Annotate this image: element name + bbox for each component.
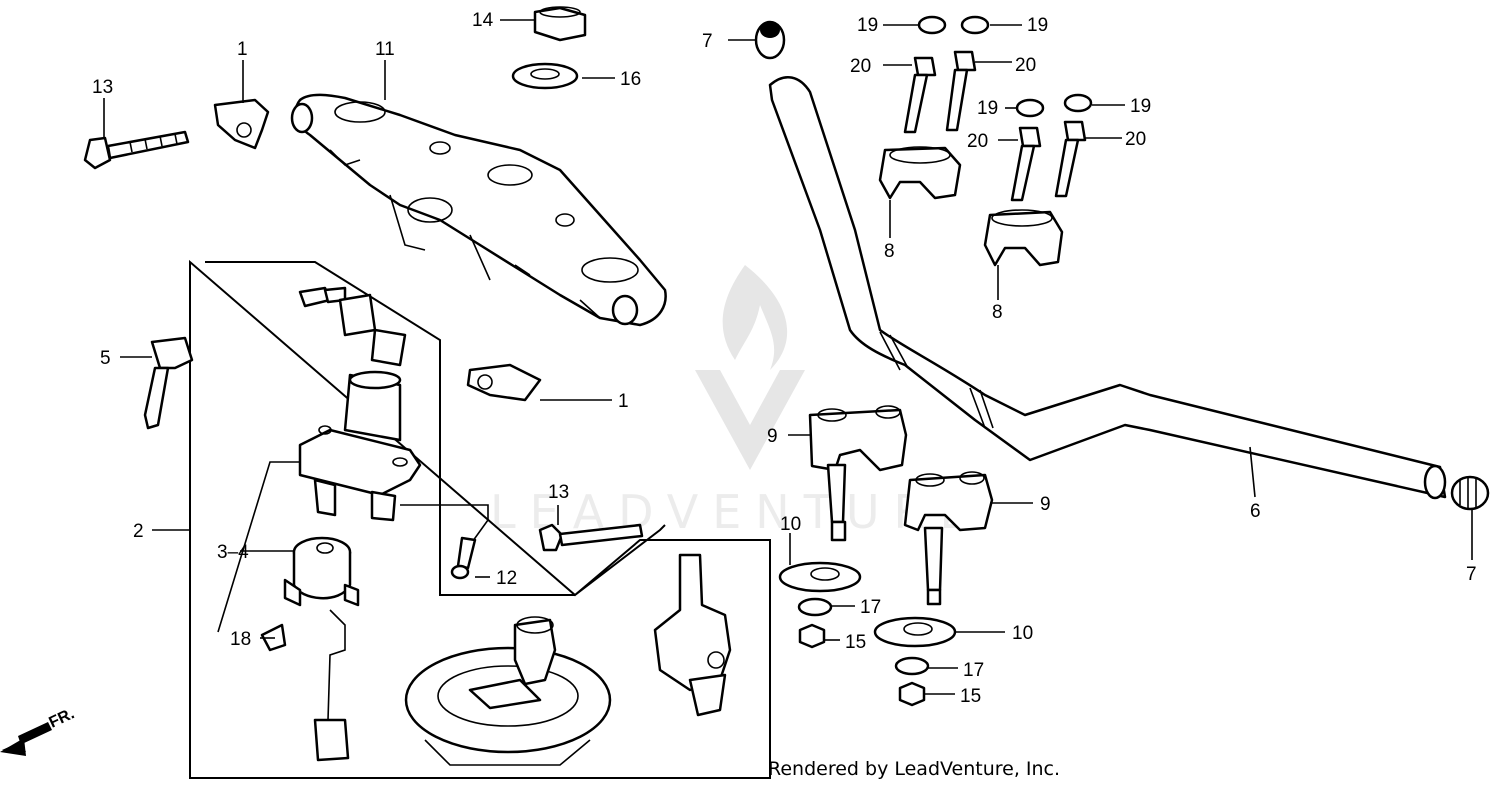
top-bridge-part-11: [290, 93, 667, 327]
callout-6: 6: [1250, 501, 1261, 522]
holder-lower-part-9-a: [808, 405, 908, 542]
callout-20-d: 20: [1125, 129, 1146, 150]
bracket-part-1-upper: [213, 98, 270, 150]
key-part-5: [143, 336, 194, 430]
callout-14: 14: [472, 10, 494, 31]
callout-11: 11: [375, 39, 395, 60]
callout-18: 18: [230, 629, 251, 650]
callout-12: 12: [496, 568, 517, 589]
washer-part-16: [511, 62, 579, 90]
callout-19-a: 19: [857, 15, 878, 36]
handlebar-part-6: [768, 76, 1447, 500]
screw-part-12: [450, 536, 477, 580]
callout-16: 16: [620, 69, 641, 90]
callout-10-a: 10: [780, 514, 801, 535]
callout-8-a: 8: [884, 241, 895, 262]
bolt-part-13-upper: [83, 130, 190, 170]
front-label: FR.: [47, 705, 78, 731]
callout-17-a: 17: [860, 597, 881, 618]
callout-20-a: 20: [850, 56, 871, 77]
render-credit: Rendered by LeadVenture, Inc.: [768, 758, 1061, 780]
caps-part-19: [917, 15, 1093, 118]
callout-13-lower: 13: [548, 482, 569, 503]
watermark-text: LEADVENTURE: [490, 485, 983, 539]
bolts-part-20: [903, 50, 1087, 202]
holder-upper-part-8-a: [878, 146, 962, 200]
callout-10-b: 10: [1012, 623, 1033, 644]
callout-leaders: [103, 19, 1473, 695]
callout-3-4: 3–4: [217, 542, 249, 563]
watermark: LEADVENTURE: [490, 265, 983, 539]
callout-13-upper: 13: [92, 77, 113, 98]
ignition-switch-assembly-part-2: [189, 259, 771, 779]
bolt-part-13-lower: [538, 523, 644, 552]
callout-19-c: 19: [977, 98, 998, 119]
cushion-part-10-b: [873, 616, 957, 648]
callout-5: 5: [100, 348, 111, 369]
callout-15-b: 15: [960, 686, 981, 707]
callout-1-lower: 1: [618, 391, 629, 412]
callout-20-b: 20: [1015, 55, 1036, 76]
callout-8-b: 8: [992, 302, 1003, 323]
nut-part-15-b: [898, 681, 926, 707]
callout-9-a: 9: [767, 426, 778, 447]
grip-end-part-7-right: [1450, 475, 1490, 511]
nut-part-14: [533, 6, 587, 42]
fuel-cap: [404, 616, 612, 766]
washer-part-17-a: [797, 597, 833, 617]
grip-end-part-7-top: [754, 20, 786, 60]
holder-upper-part-8-b: [983, 209, 1064, 267]
callout-1-upper: 1: [237, 39, 248, 60]
nut-part-15-a: [798, 623, 826, 649]
callout-labels: 13 1 11 14 16 7 19 19 20 20 19 19 20 20 …: [92, 10, 1477, 707]
callout-15-a: 15: [845, 632, 866, 653]
callout-19-d: 19: [1130, 96, 1151, 117]
callout-7-right: 7: [1466, 564, 1477, 585]
seat-lock-hook: [653, 553, 732, 717]
callout-9-b: 9: [1040, 494, 1051, 515]
front-direction-arrow: FR.: [0, 705, 77, 756]
callout-20-c: 20: [967, 131, 988, 152]
holder-lower-part-9-b: [903, 471, 994, 606]
bracket-part-1-lower: [466, 363, 542, 402]
callout-7-top: 7: [702, 31, 713, 52]
callout-17-b: 17: [963, 660, 984, 681]
callout-2: 2: [133, 521, 144, 542]
washer-part-17-b: [894, 656, 930, 676]
seat-lock-part-3-4: [283, 536, 360, 762]
cushion-part-10-a: [778, 561, 862, 593]
callout-19-b: 19: [1027, 15, 1048, 36]
